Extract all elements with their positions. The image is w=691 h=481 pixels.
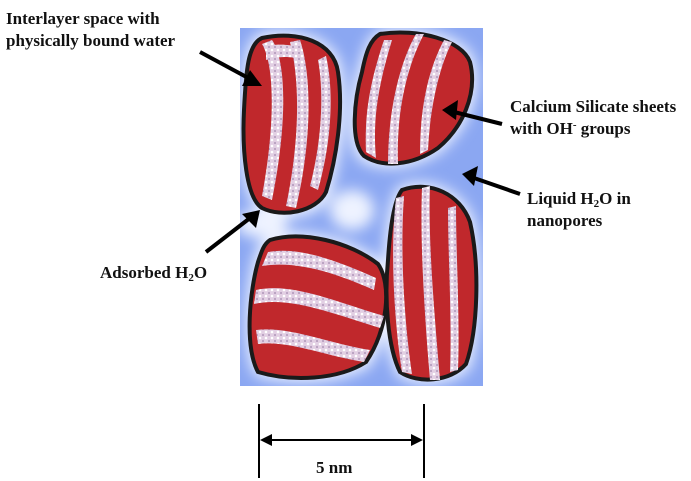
label-calcium-line2: with OH- groups xyxy=(510,118,676,140)
label-liquid-water: Liquid H2O in nanopores xyxy=(527,188,631,232)
label-liquid-text: Liquid H xyxy=(527,189,594,208)
label-adsorbed-water: Adsorbed H2O xyxy=(100,262,207,284)
label-calcium-line2-tail: groups xyxy=(576,119,630,138)
label-adsorbed-text: Adsorbed H xyxy=(100,263,188,282)
label-calcium-silicate: Calcium Silicate sheets with OH- groups xyxy=(510,96,676,140)
label-liquid-line2: nanopores xyxy=(527,210,631,232)
label-calcium-line2-text: with OH xyxy=(510,119,573,138)
csh-particle-bottom-right xyxy=(387,186,477,380)
label-interlayer-line1: Interlayer space with xyxy=(6,8,175,30)
label-interlayer-line2: physically bound water xyxy=(6,30,175,52)
label-liquid-line1: Liquid H2O in xyxy=(527,188,631,210)
scale-bar-label: 5 nm xyxy=(316,457,352,479)
label-adsorbed-tail: O xyxy=(194,263,207,282)
csh-particle-top-left xyxy=(244,36,341,213)
label-calcium-line1: Calcium Silicate sheets xyxy=(510,96,676,118)
csh-particle-bottom-left xyxy=(250,236,387,378)
label-interlayer: Interlayer space with physically bound w… xyxy=(6,8,175,52)
label-liquid-tail: O in xyxy=(599,189,631,208)
